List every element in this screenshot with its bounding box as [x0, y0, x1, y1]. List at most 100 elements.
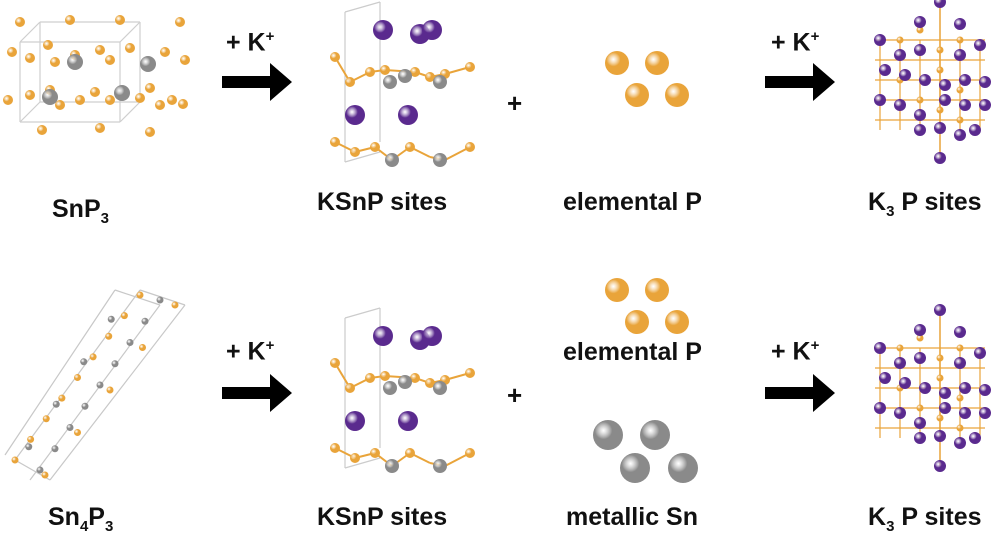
phosphorus-atom [171, 301, 179, 309]
phosphorus-atom [936, 46, 944, 54]
phosphorus-atom [956, 86, 964, 94]
potassium-atom [398, 105, 418, 125]
phosphorus-atom [465, 142, 475, 152]
potassium-atom [954, 18, 966, 30]
phosphorus-atom [55, 100, 65, 110]
phosphorus-atom [956, 36, 964, 44]
potassium-atom [914, 324, 926, 336]
tin-atom [620, 453, 650, 483]
phosphorus-atom [178, 99, 188, 109]
phosphorus-atom [105, 55, 115, 65]
unit-cell-edge [344, 307, 381, 319]
potassium-atom [879, 372, 891, 384]
phosphorus-atom [425, 378, 435, 388]
phosphorus-atom [95, 123, 105, 133]
phosphorus-atom [43, 40, 53, 50]
phosphorus-atom [605, 51, 629, 75]
potassium-atom [934, 122, 946, 134]
potassium-atom [914, 417, 926, 429]
potassium-atom [914, 16, 926, 28]
potassium-atom [894, 407, 906, 419]
potassium-atom [979, 99, 991, 111]
potassium-atom [969, 124, 981, 136]
unit-cell-edge [19, 101, 41, 123]
phosphorus-atom [956, 424, 964, 432]
phosphorus-atom [58, 394, 66, 402]
phosphorus-atom [42, 415, 50, 423]
label-ksnp-sites-r2: KSnP sites [317, 503, 448, 531]
potassium-atom [979, 384, 991, 396]
potassium-atom [954, 326, 966, 338]
potassium-atom [954, 129, 966, 141]
phosphorus-atom [936, 354, 944, 362]
phosphorus-atom [135, 93, 145, 103]
phosphorus-atom [936, 106, 944, 114]
phosphorus-atom [916, 96, 924, 104]
phosphorus-atom [645, 51, 669, 75]
potassium-atom [879, 64, 891, 76]
tin-atom [433, 381, 447, 395]
phosphorus-atom [896, 36, 904, 44]
phosphorus-atom [139, 344, 146, 351]
potassium-atom [894, 49, 906, 61]
phosphorus-atom [916, 404, 924, 412]
phosphorus-atom [65, 15, 75, 25]
potassium-atom [373, 20, 393, 40]
phosphorus-atom [370, 142, 380, 152]
potassium-label-r2b: + K+ [771, 337, 820, 366]
tin-atom [126, 339, 134, 346]
phosphorus-atom [125, 43, 135, 53]
unit-cell-edge [19, 21, 41, 43]
phosphorus-atom [95, 45, 105, 55]
tin-atom [111, 360, 119, 368]
potassium-atom [974, 347, 986, 359]
phosphorus-atom [465, 368, 475, 378]
phosphorus-atom [365, 373, 375, 383]
potassium-atom [959, 99, 971, 111]
potassium-atom [422, 326, 442, 346]
reaction-arrow [765, 63, 835, 101]
potassium-atom [914, 124, 926, 136]
potassium-atom [979, 407, 991, 419]
potassium-atom [954, 437, 966, 449]
unit-cell-edge [344, 1, 381, 13]
plus-sign-r2: + [507, 380, 523, 410]
phosphorus-atom [330, 358, 340, 368]
phosphorus-atom [136, 291, 144, 299]
tin-atom [141, 317, 149, 325]
phosphorus-atom [956, 116, 964, 124]
tin-atom [52, 400, 60, 408]
tin-atom [385, 459, 399, 473]
unit-cell-edge [139, 289, 186, 306]
unit-cell-edge [49, 304, 186, 481]
tin-atom [66, 424, 74, 431]
phosphorus-atom [625, 83, 649, 107]
potassium-atom [934, 460, 946, 472]
potassium-atom [969, 432, 981, 444]
tin-atom [107, 315, 115, 323]
potassium-atom [894, 357, 906, 369]
potassium-atom [939, 94, 951, 106]
phosphorus-atom [936, 414, 944, 422]
phosphorus-atom [89, 353, 97, 361]
potassium-atom [914, 109, 926, 121]
phosphorus-atom [115, 15, 125, 25]
phosphorus-atom [425, 72, 435, 82]
tin-atom [42, 89, 58, 105]
phosphorus-atom [180, 55, 190, 65]
tin-atom [433, 153, 447, 167]
label-elemental-p-r2: elemental P [563, 338, 702, 366]
tin-atom [81, 402, 89, 410]
potassium-label-r2a: + K+ [226, 337, 275, 366]
reaction-arrow [222, 63, 292, 101]
potassium-atom [919, 382, 931, 394]
phosphorus-atom [896, 344, 904, 352]
potassium-atom [373, 326, 393, 346]
label-k3p-sites-r1: K3 P sites [868, 188, 982, 220]
phosphorus-atom [145, 83, 155, 93]
unit-cell-edge [4, 289, 116, 456]
phosphorus-atom [7, 47, 17, 57]
phosphorus-atom [665, 83, 689, 107]
tin-atom [383, 75, 397, 89]
label-snp3: SnP3 [52, 195, 109, 227]
